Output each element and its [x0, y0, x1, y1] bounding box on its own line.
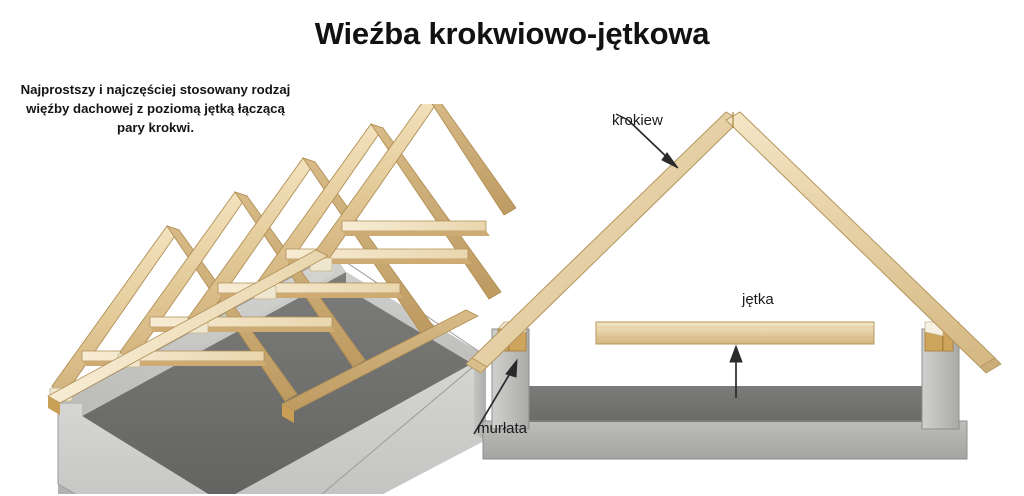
- krokiew-arrowhead: [661, 152, 679, 169]
- section-collar-beam: [595, 321, 875, 345]
- murlata-arrowhead: [505, 358, 518, 378]
- wall-plate-right-seam: [942, 329, 944, 351]
- iso-base-outline: [57, 253, 487, 494]
- page-title: Wieźba krokwiowo-jętkowa: [314, 16, 710, 51]
- wall-plate-right-end: [282, 404, 294, 423]
- label-jetka: jętka: [742, 291, 774, 308]
- cross-section-roof-svg: [465, 111, 1002, 460]
- collar-beam: [81, 350, 265, 362]
- rafter-right: [165, 225, 298, 402]
- krokiew-leader-line: [627, 119, 673, 163]
- eave-cut-left: [465, 357, 488, 374]
- jetka-arrowhead: [729, 344, 743, 363]
- cross-section-roof-figure: [446, 96, 1024, 488]
- section-annotations: [473, 113, 743, 435]
- wall-plate-left-end: [48, 396, 60, 415]
- wall-plate-left: [47, 249, 329, 404]
- floor-slab-front: [483, 421, 967, 459]
- label-krokiew: krokiew: [612, 112, 663, 129]
- iso-front-wall-face: [58, 404, 209, 494]
- label-murlata: murłata: [477, 420, 528, 437]
- murlata-leader-line: [473, 369, 513, 435]
- collar-beam-shade: [342, 231, 490, 236]
- rafter-right: [369, 123, 502, 300]
- iso-truss-frame-5: [309, 104, 516, 272]
- floor-slab-top: [521, 386, 929, 422]
- rafter-right: [233, 191, 366, 368]
- section-rafters: [465, 111, 1002, 374]
- rafter-right: [431, 104, 516, 216]
- collar-beam: [595, 321, 875, 345]
- krokiew-leader-tick: [615, 113, 629, 121]
- collar-beam-shade: [286, 259, 472, 264]
- isometric-roof-svg: [47, 104, 516, 494]
- rafter-right: [301, 157, 434, 334]
- iso-wall-plate-beams: [47, 249, 479, 423]
- iso-truss-frame-4: [253, 123, 502, 300]
- isometric-roof-figure: [16, 104, 516, 494]
- section-foundation: [482, 386, 968, 460]
- floor-slab-outline: [482, 420, 968, 460]
- caption-text: Najprostszy i najczęściej stosowany rodz…: [20, 82, 291, 136]
- wall-plate-right: [281, 309, 479, 412]
- iso-right-wall-face: [235, 356, 486, 494]
- eave-cut-right: [979, 357, 1002, 374]
